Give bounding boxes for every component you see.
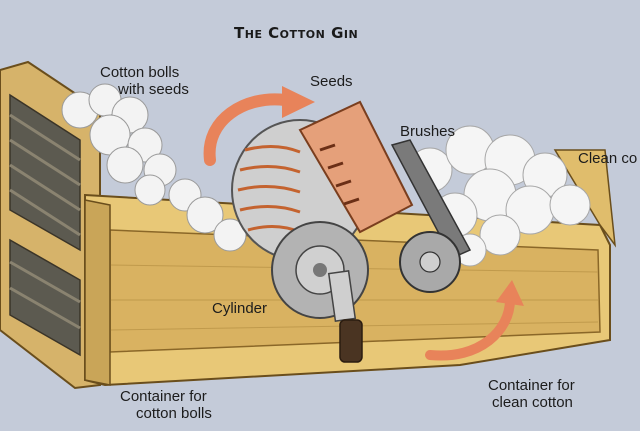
label-cotton-bolls-line2: with seeds <box>118 81 189 98</box>
label-brushes: Brushes <box>400 123 456 140</box>
seed-guard <box>298 100 414 234</box>
label-container-bolls: Container for cotton bolls <box>120 388 212 422</box>
label-cotton-bolls-line1: Cotton bolls <box>100 64 180 81</box>
label-container-clean-line2: clean cotton <box>492 394 573 411</box>
diagram-title: The Cotton Gin <box>234 24 359 42</box>
label-container-bolls-line1: Container for <box>120 388 207 405</box>
seeds-arrow <box>203 86 315 166</box>
cotton-bolls <box>61 83 247 252</box>
label-seeds: Seeds <box>310 73 353 90</box>
label-container-bolls-line2: cotton bolls <box>136 405 212 422</box>
label-cylinder: Cylinder <box>212 300 268 317</box>
label-container-clean: Container for clean cotton <box>488 377 575 411</box>
brushes-roller <box>390 139 472 293</box>
left-end-panel <box>0 60 101 390</box>
label-container-clean-line1: Container for <box>488 377 575 394</box>
clean-cotton-arrow <box>425 280 524 361</box>
label-clean-cotton-top: Clean co <box>578 150 638 167</box>
label-cotton-bolls: Cotton bolls with seeds <box>100 64 189 98</box>
